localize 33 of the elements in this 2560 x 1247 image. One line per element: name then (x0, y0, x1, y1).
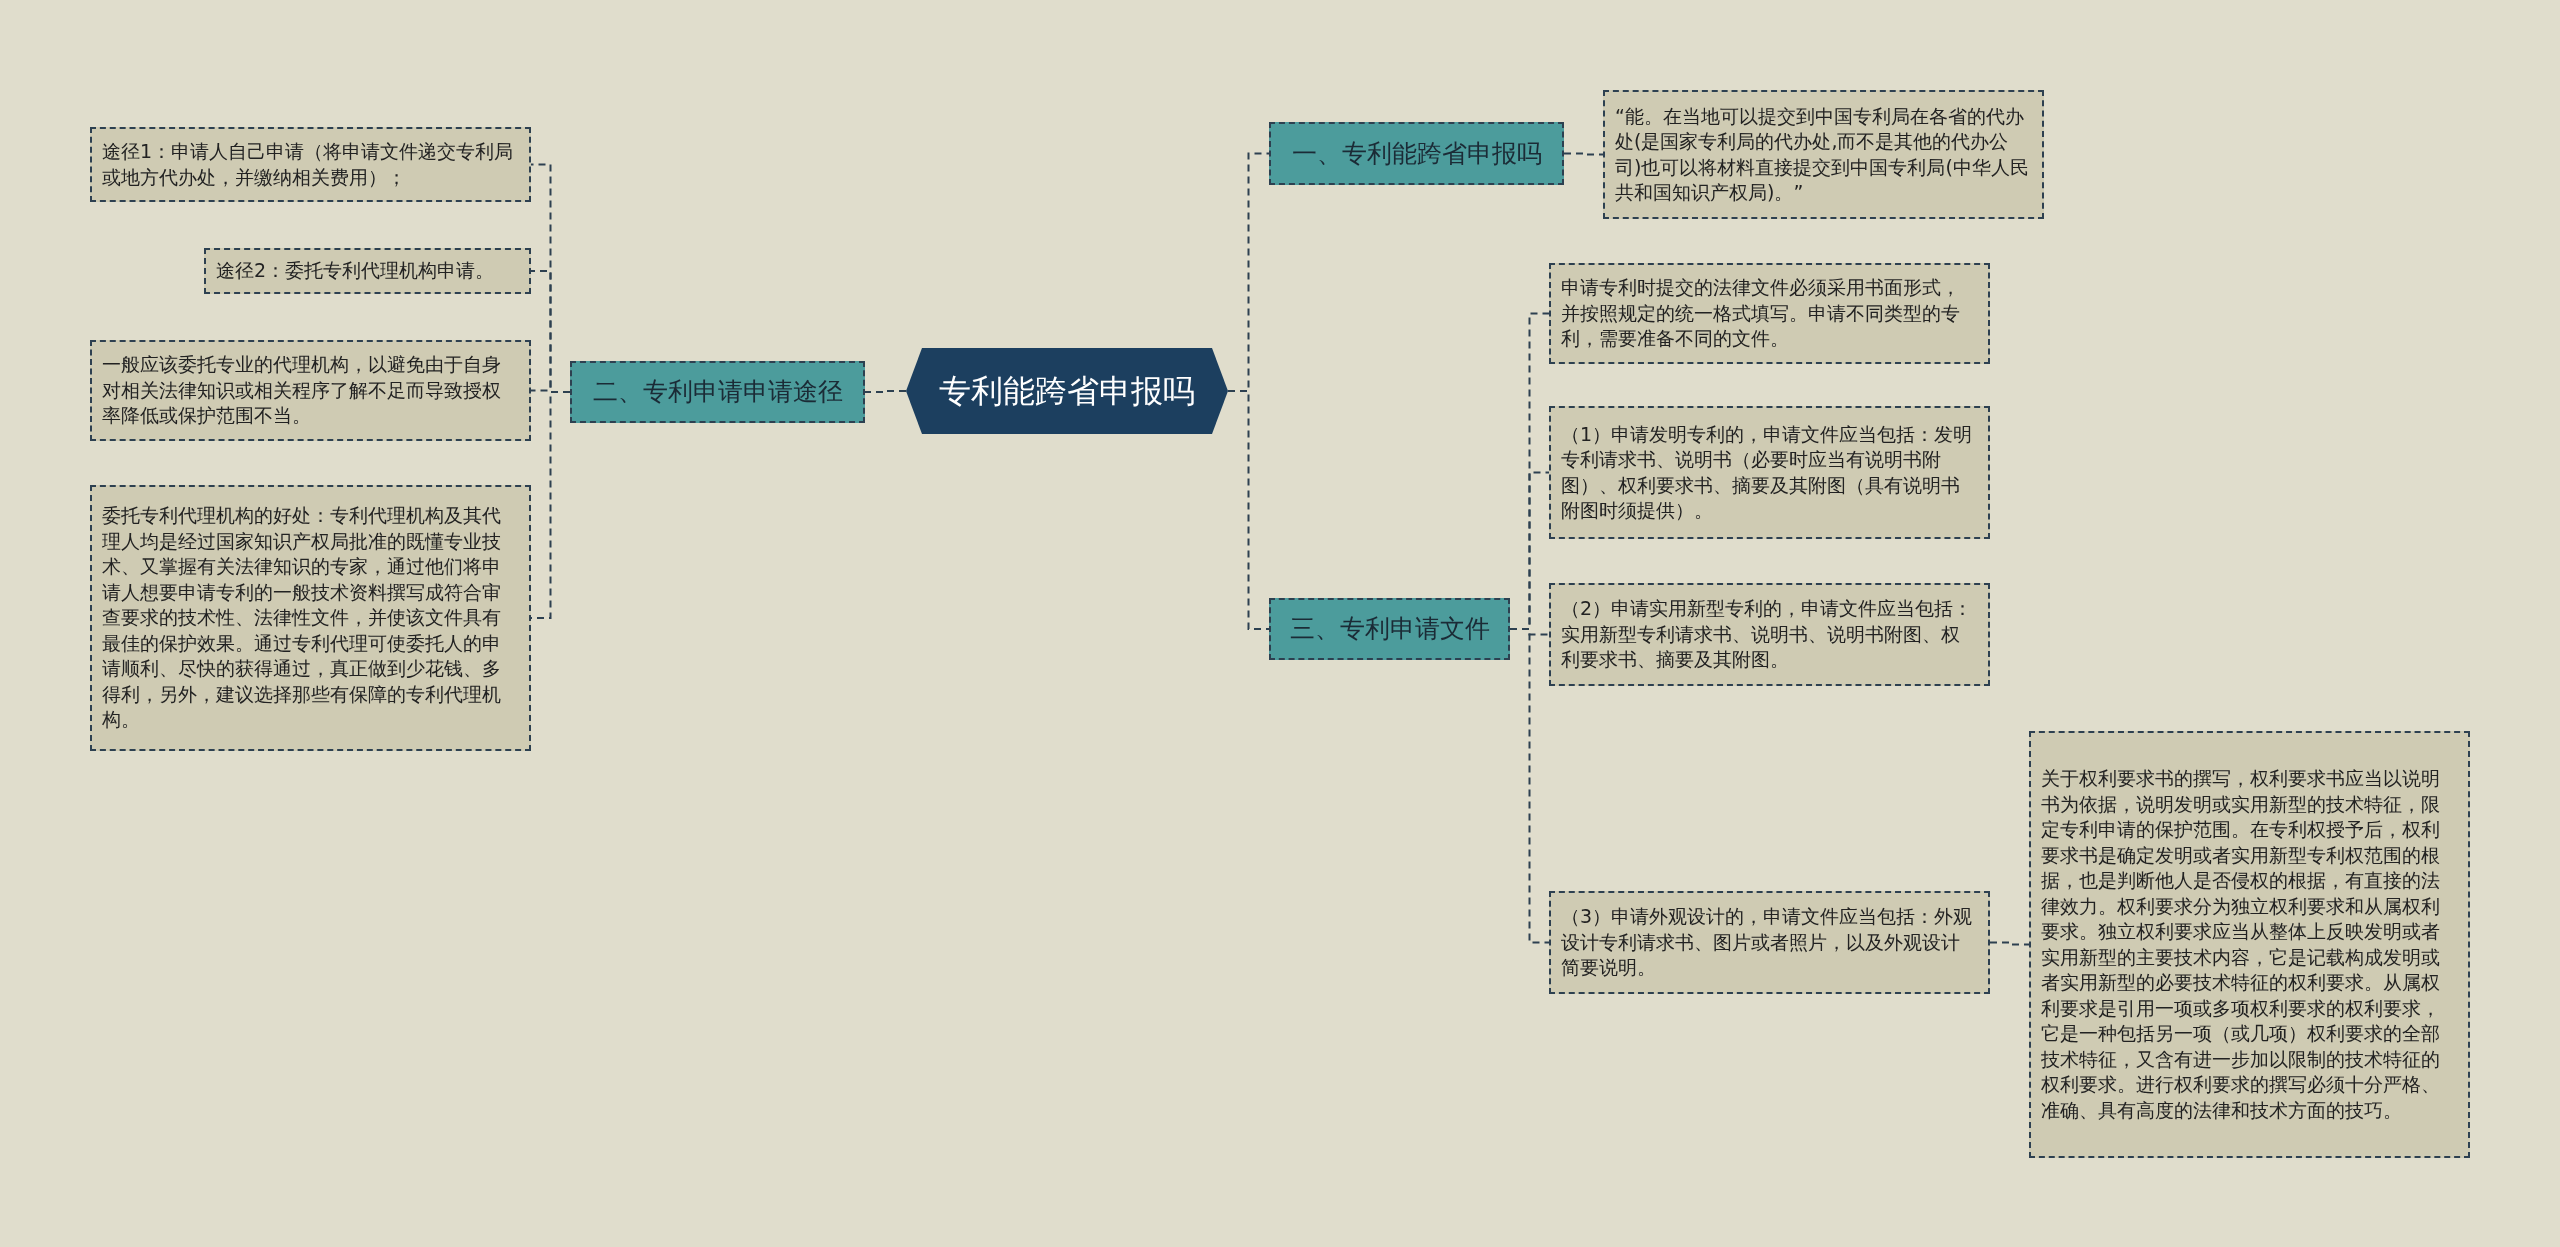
note-text: （3）申请外观设计的，申请文件应当包括：外观设计专利请求书、图片或者照片，以及外观设计简要说明。 (1561, 904, 1974, 981)
note-box (90, 127, 531, 202)
note-text: （1）申请发明专利的，申请文件应当包括：发明专利请求书、说明书（必要时应当有说明书附图）、权利要求书、摘要及其附图（具有说明书附图时须提供）。 (1561, 421, 1974, 523)
note-box (1549, 406, 1990, 539)
topic-box (570, 361, 865, 423)
note-box (1549, 263, 1990, 364)
note-text: 途径1：申请人自己申请（将申请文件递交专利局或地方代办处，并缴纳相关费用）； (102, 139, 515, 190)
note-box (204, 248, 531, 294)
note-text: 申请专利时提交的法律文件必须采用书面形式，并按照规定的统一格式填写。申请不同类型的专利，需要准备不同的文件。 (1561, 275, 1961, 352)
connector-line (1227, 390, 1270, 630)
note-box (1549, 583, 1990, 686)
note-text: 委托专利代理机构的好处：专利代理机构及其代理人均是经过国家知识产权局批准的既懂专业技术、又掌握有关法律知识的专家，通过他们将申请人想要申请专利的一般技术资料撰写成符合审查要求的技术性、法律性文件，并使该文件具有最佳的保护效果。通过专利代理可使委托人的申请顺利、尽快的获得通过，真正做到少花钱、多得利，另外，建议选择那些有保障的专利代理机构。 (102, 503, 502, 733)
note-box (90, 340, 531, 441)
note-box (90, 485, 531, 751)
topic-text: 一、专利能跨省申报吗 (1291, 137, 1542, 170)
note-box (2029, 731, 2470, 1158)
note-text: 关于权利要求书的撰写，权利要求书应当以说明书为依据，说明发明或实用新型的技术特征，限定专利申请的保护范围。在专利权授予后，权利要求书是确定发明或者实用新型专利权范围的根据，也是判断他人是否侵权的根据，有直接的法律效力。权利要求分为独立权利要求和从属权利要求。独立权利要求应当从整体上反映发明或者实用新型的主要技术内容，它是记载构成发明或者实用新型的必要技术特征的权利要求。从属权利要求是引用一项或多项权利要求的权利要求，它是一种包括另一项（或几项）权利要求的全部技术特征，又含有进一步加以限制的技术特征的权利要求。进行权利要求的撰写必须十分严格、准确、具有高度的法律和技术方面的技巧。 (2041, 766, 2441, 1123)
central-topic-text: 专利能跨省申报吗 (939, 371, 1195, 411)
note-text: 一般应该委托专业的代理机构，以避免由于自身对相关法律知识或相关程序了解不足而导致授权率降低或保护范围不当。 (102, 352, 502, 429)
note-box (1603, 90, 2044, 219)
note-box (1549, 891, 1990, 994)
note-text: “能。在当地可以提交到中国专利局在各省的代办处(是国家专利局的代办处,而不是其他的代办公司)也可以将材料直接提交到中国专利局(中华人民共和国知识产权局)。” (1615, 103, 2030, 205)
topic-text: 三、专利申请文件 (1289, 613, 1490, 645)
connector-line (1509, 628, 1550, 944)
topic-box (1269, 122, 1564, 185)
connector-line (1989, 941, 2030, 946)
note-text: 途径2：委托专利代理机构申请。 (216, 258, 495, 284)
connector-line (864, 390, 907, 393)
note-text: （2）申请实用新型专利的，申请文件应当包括：实用新型专利请求书、说明书、说明书附图、权利要求书、摘要及其附图。 (1561, 596, 1974, 673)
topic-box (1269, 598, 1510, 660)
connector-line (1563, 152, 1604, 156)
central-topic-hexagon (906, 348, 1228, 434)
topic-text: 二、专利申请申请途径 (592, 376, 843, 408)
